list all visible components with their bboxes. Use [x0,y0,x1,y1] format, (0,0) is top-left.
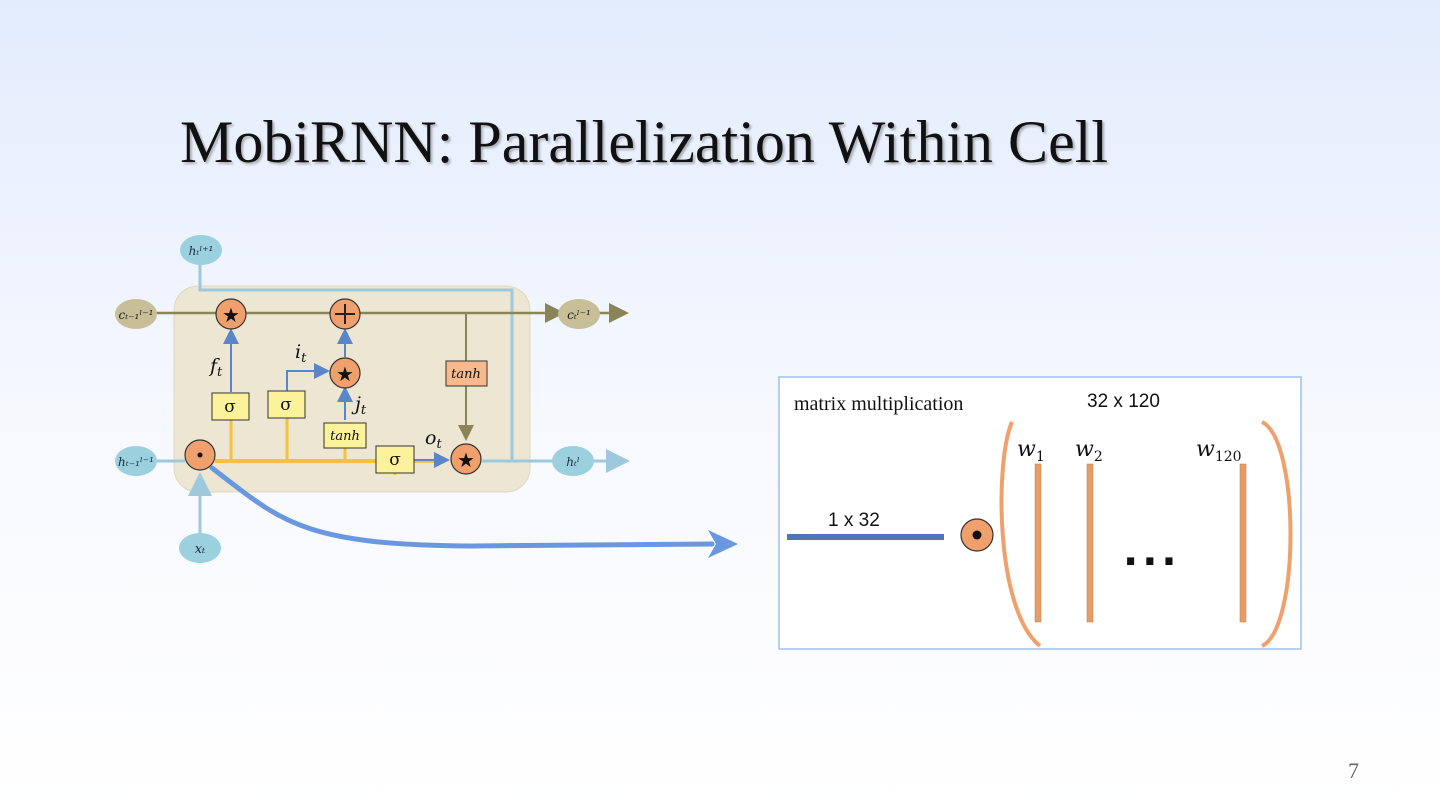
column-bar-w120 [1239,463,1247,623]
gate-f-label: ft [208,355,223,380]
svg-text:★: ★ [457,448,475,472]
svg-text:★: ★ [222,303,240,327]
node-hidden-out: hₜˡ [552,446,594,476]
parallel-arrow [209,465,715,549]
vector-dims-label: 1 x 32 [828,510,880,531]
concat-dot-icon [184,439,216,471]
hidden-up-line [198,262,514,461]
node-cell-in: cₜ₋₁ˡ⁻¹ [115,299,157,329]
output-multiply-icon: ★ [450,443,482,475]
svg-text:hₜˡ: hₜˡ [566,455,580,469]
svg-text:★: ★ [336,362,354,386]
svg-text:xₜ: xₜ [195,542,206,557]
column-bar-w2 [1086,463,1094,623]
columns-ellipsis: ... [1123,529,1181,575]
dot-product-icon [960,518,994,552]
left-bracket [999,421,1042,648]
column-label-w1: w1 [1017,437,1045,465]
svg-text:tanh: tanh [330,429,360,444]
slide-title: MobiRNN: Parallelization Within Cell [180,109,1109,175]
matrix-label: matrix multiplication [794,393,963,415]
matrix-dims-label: 32 x 120 [1087,391,1160,412]
node-cell-out: cₜˡ⁻¹ [558,299,600,329]
add-icon [329,298,361,330]
right-bracket [1260,420,1293,648]
sigma-box-o: σ [375,445,415,474]
node-input: xₜ [179,533,221,563]
page-number: 7 [1348,758,1359,783]
sigma-box-i: σ [267,390,306,419]
gate-i-label: it [295,341,307,366]
svg-text:cₜ₋₁ˡ⁻¹: cₜ₋₁ˡ⁻¹ [119,308,154,322]
node-hidden-in: hₜ₋₁ˡ⁻¹ [115,446,157,476]
tanh-box-j: tanh [323,422,367,449]
gate-j-label: jt [351,393,367,418]
parallel-arrow-head [708,530,738,558]
tanh-box-cell: tanh [445,360,488,387]
i-arrow [286,363,330,392]
column-label-w120: w120 [1196,437,1242,465]
svg-text:hₜˡ⁺¹: hₜˡ⁺¹ [189,244,214,258]
svg-text:σ: σ [389,450,401,470]
svg-text:cₜˡ⁻¹: cₜˡ⁻¹ [567,308,591,322]
sigma-box-f: σ [211,392,250,421]
svg-text:hₜ₋₁ˡ⁻¹: hₜ₋₁ˡ⁻¹ [118,455,154,469]
forget-multiply-icon: ★ [215,298,247,330]
node-top-output: hₜˡ⁺¹ [180,235,222,265]
svg-text:tanh: tanh [451,367,481,382]
gate-o-label: ot [425,427,442,452]
svg-text:σ: σ [280,395,292,415]
svg-text:σ: σ [224,397,236,417]
column-bar-w1 [1034,463,1042,623]
input-multiply-icon: ★ [329,357,361,389]
column-label-w2: w2 [1075,437,1103,465]
